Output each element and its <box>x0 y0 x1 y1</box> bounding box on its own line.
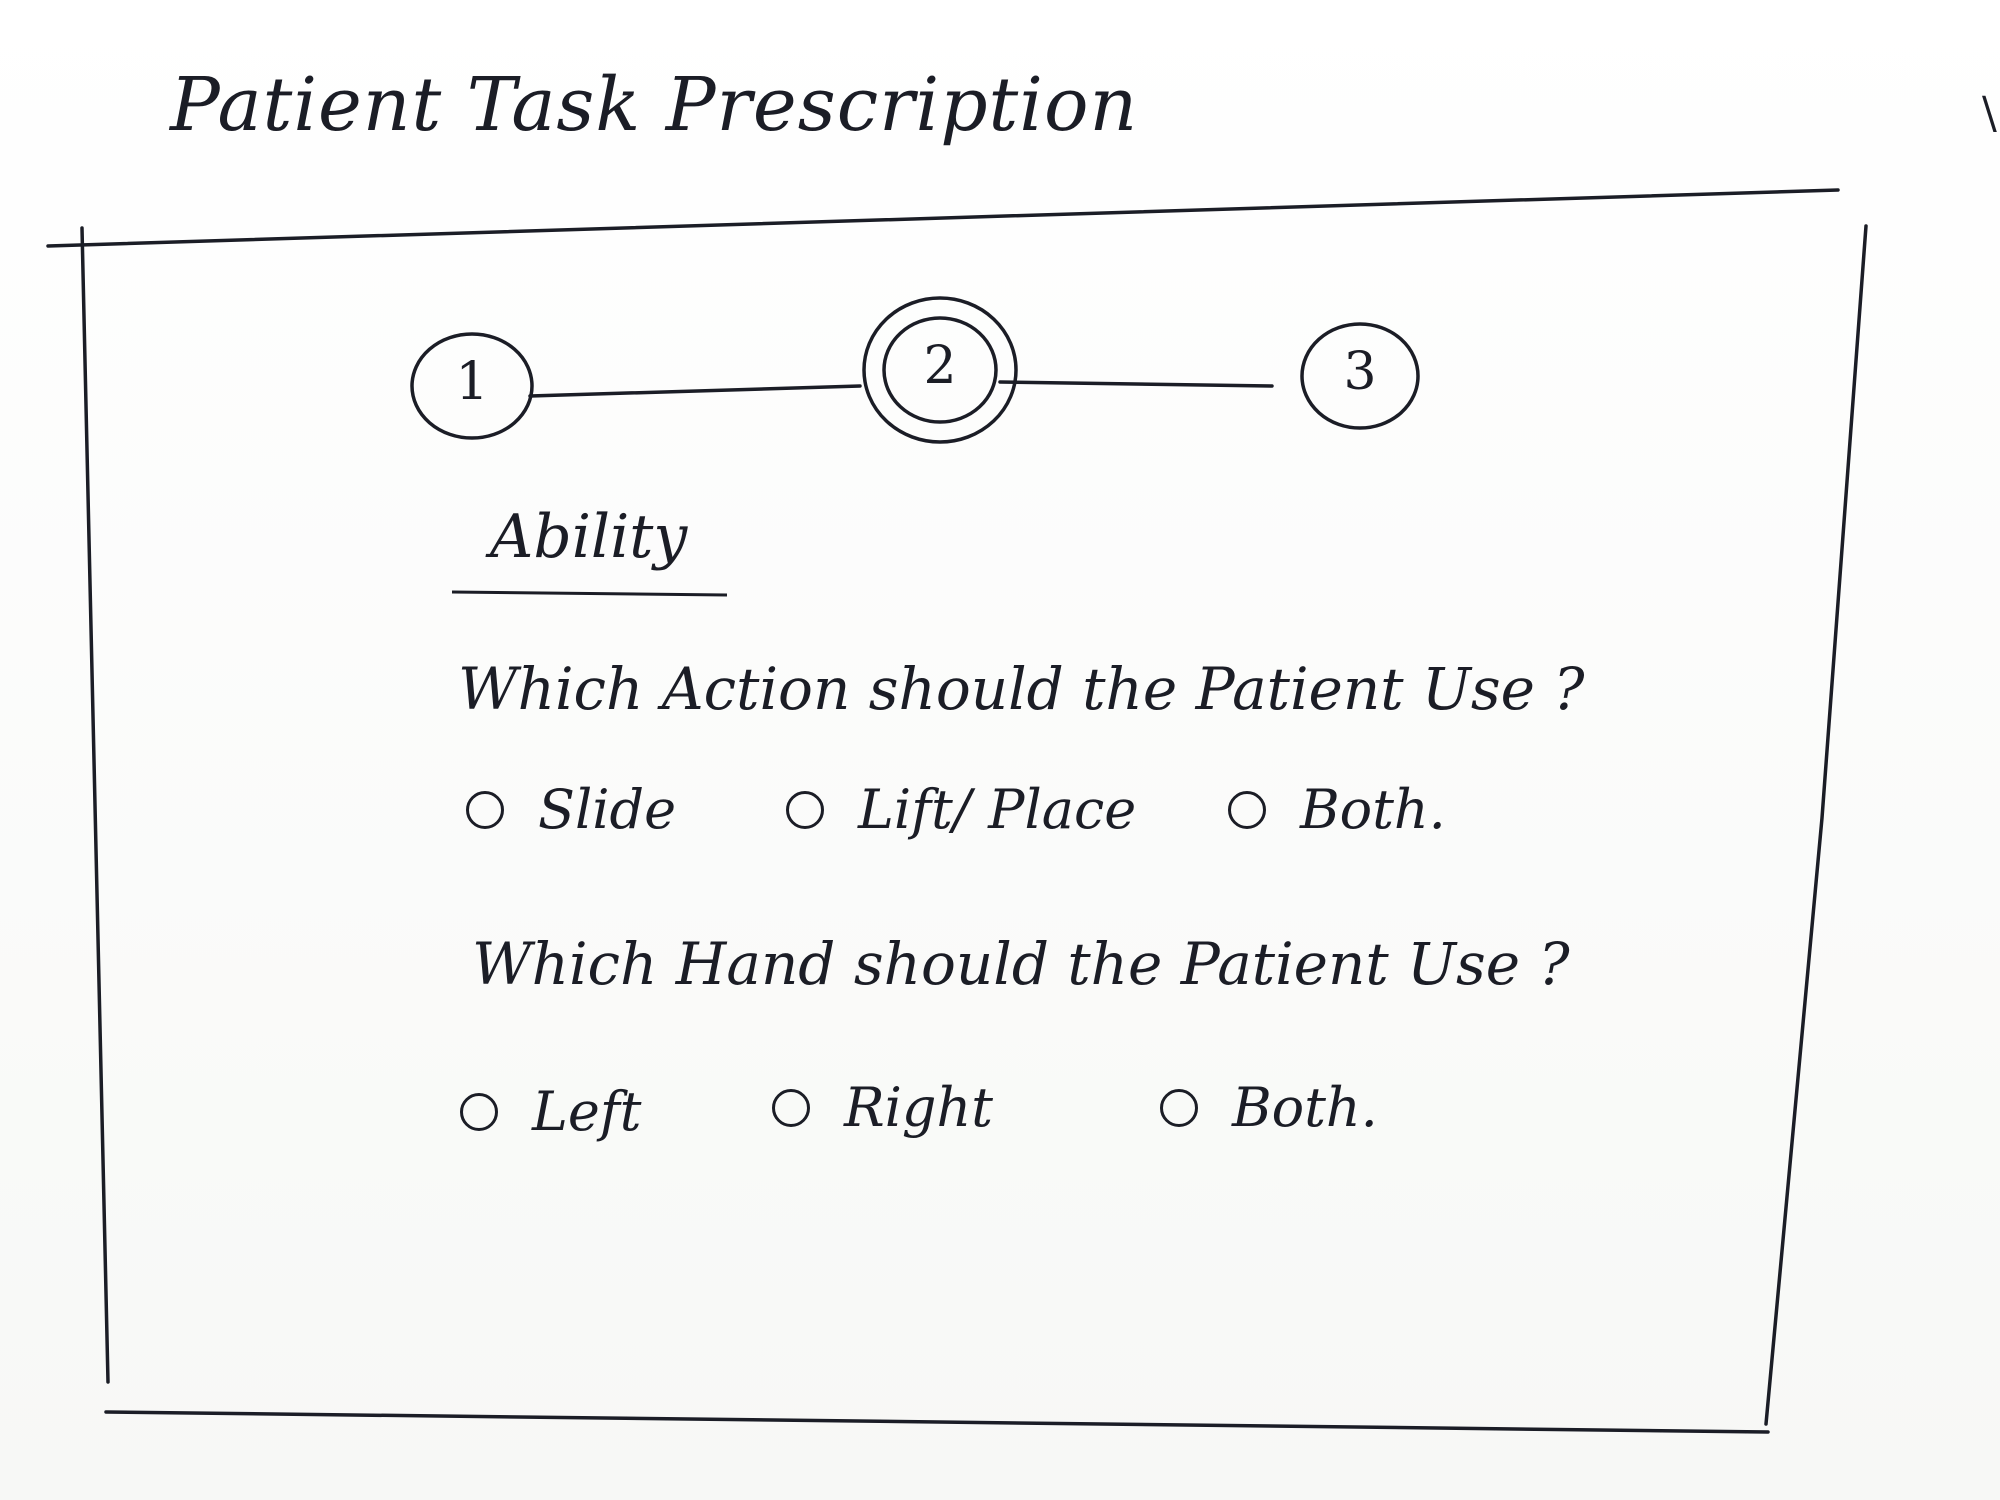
hand-option-left[interactable]: Left <box>460 1080 642 1143</box>
action-question: Which Action should the Patient Use ? <box>458 655 1585 723</box>
stray-pen-mark: \ <box>1982 88 1997 139</box>
option-label: Left <box>532 1080 642 1143</box>
radio-button[interactable] <box>1160 1088 1198 1127</box>
radio-button[interactable] <box>786 790 824 829</box>
option-label: Lift/ Place <box>858 778 1137 841</box>
step-2-label: 2 <box>923 336 957 396</box>
step-3-label: 3 <box>1343 342 1377 402</box>
radio-button[interactable] <box>466 790 504 829</box>
step-1-label: 1 <box>455 352 489 412</box>
section-heading: Ability <box>490 502 688 572</box>
hand-question: Which Hand should the Patient Use ? <box>472 930 1570 998</box>
action-option-both[interactable]: Both. <box>1228 778 1446 841</box>
radio-button[interactable] <box>1228 790 1266 829</box>
option-label: Right <box>844 1076 993 1139</box>
hand-option-right[interactable]: Right <box>772 1076 993 1139</box>
radio-button[interactable] <box>460 1092 498 1131</box>
page-title: Patient Task Prescription <box>170 62 1139 148</box>
option-label: Both. <box>1300 778 1446 841</box>
action-option-slide[interactable]: Slide <box>466 778 676 841</box>
radio-button[interactable] <box>772 1088 810 1127</box>
action-option-lift-place[interactable]: Lift/ Place <box>786 778 1136 841</box>
hand-option-both[interactable]: Both. <box>1160 1076 1378 1139</box>
option-label: Slide <box>538 778 677 841</box>
option-label: Both. <box>1232 1076 1378 1139</box>
